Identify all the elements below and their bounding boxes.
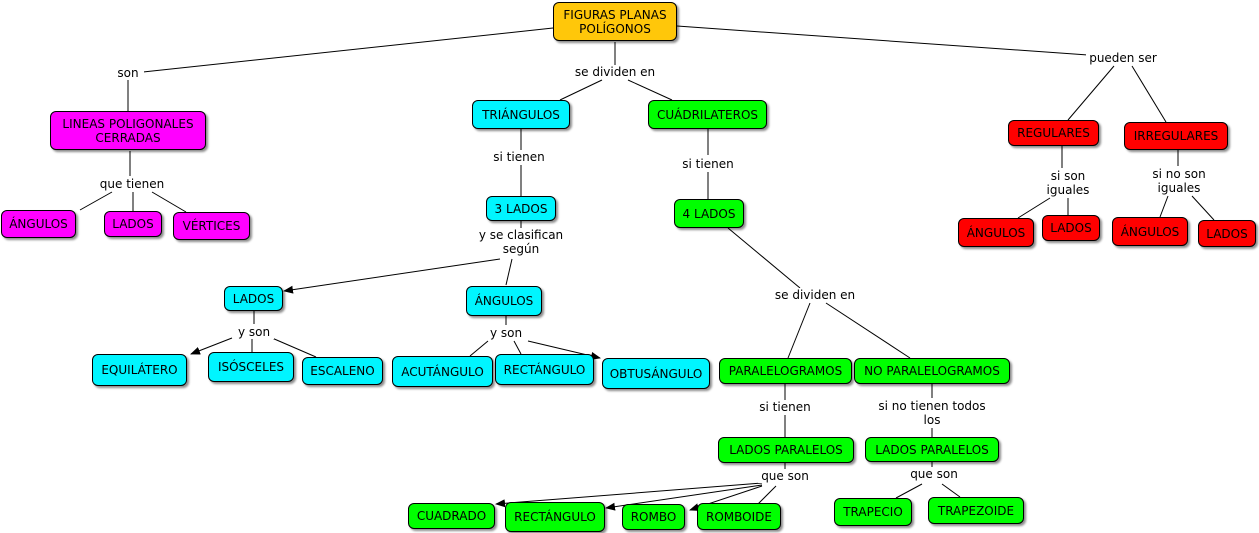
node-trapezoide[interactable]: TRAPEZOIDE <box>928 497 1024 524</box>
connector-line <box>787 302 811 359</box>
node-acutangulo[interactable]: ACUTÁNGULO <box>392 356 493 387</box>
link-que-tienen: que tienen <box>96 177 168 191</box>
node-cuadrilateros[interactable]: CUÁDRILATEROS <box>648 100 767 129</box>
connector-line <box>676 25 1089 56</box>
link-si-tienen-paralelogramos: si tienen <box>754 400 816 414</box>
connector-line <box>1017 197 1051 219</box>
connector-line <box>895 483 923 499</box>
connector-line <box>151 191 187 213</box>
connector-line <box>727 227 801 289</box>
connector-line <box>627 79 673 101</box>
link-si-tienen-triangulos: si tienen <box>489 150 549 164</box>
node-no-paralelogramos[interactable]: NO PARALELOGRAMOS <box>854 358 1010 384</box>
node-rectangulo-cyan[interactable]: RECTÁNGULO <box>495 354 594 385</box>
node-triangulos[interactable]: TRIÁNGULOS <box>472 100 570 129</box>
node-irregulares[interactable]: IRREGULARES <box>1124 122 1228 150</box>
connector-line <box>1191 195 1215 221</box>
connector-line <box>271 337 317 358</box>
link-si-son-iguales: si son iguales <box>1042 169 1094 197</box>
node-rectangulo-green[interactable]: RECTÁNGULO <box>505 502 605 532</box>
connector-line <box>142 27 554 73</box>
link-si-no-tienen-todos-los: si no tienen todos los <box>872 399 992 427</box>
link-que-son-no-paralelogramos: que son <box>906 467 962 481</box>
connector-line <box>495 482 763 508</box>
node-cuadrado[interactable]: CUADRADO <box>408 503 495 529</box>
node-isosceles[interactable]: ISÓSCELES <box>208 352 294 382</box>
node-lados-red-1[interactable]: LADOS <box>1042 215 1100 241</box>
connector-line <box>825 302 911 359</box>
link-se-dividen-en: se dividen en <box>570 65 660 79</box>
node-romboide[interactable]: ROMBOIDE <box>697 503 781 530</box>
node-lados-paralelos-2[interactable]: LADOS PARALELOS <box>865 437 999 462</box>
node-lados-red-2[interactable]: LADOS <box>1198 220 1256 247</box>
link-se-dividen-en-cuadrilateros: se dividen en <box>770 288 860 302</box>
connector-line <box>1131 65 1167 123</box>
node-angulos-red-2[interactable]: ÁNGULOS <box>1112 217 1188 246</box>
node-angulos-magenta[interactable]: ÁNGULOS <box>1 210 76 238</box>
link-son: son <box>112 66 144 80</box>
node-equilatero[interactable]: EQUILÁTERO <box>92 354 187 386</box>
node-trapecio[interactable]: TRAPECIO <box>834 498 912 526</box>
link-y-son-angulos: y son <box>486 326 526 340</box>
node-lados-magenta[interactable]: LADOS <box>104 211 162 237</box>
link-y-son-lados: y son <box>234 325 274 339</box>
node-regulares[interactable]: REGULARES <box>1008 120 1099 146</box>
node-figuras-planas-poligonos[interactable]: FIGURAS PLANAS POLÍGONOS <box>553 2 677 41</box>
link-pueden-ser: pueden ser <box>1086 51 1160 65</box>
node-lineas-poligonales-cerradas[interactable]: LINEAS POLIGONALES CERRADAS <box>50 111 206 150</box>
node-obtusangulo[interactable]: OBTUSÁNGULO <box>602 358 710 389</box>
node-paralelogramos[interactable]: PARALELOGRAMOS <box>719 358 852 384</box>
node-angulos-red-1[interactable]: ÁNGULOS <box>958 218 1034 247</box>
node-lados-paralelos-1[interactable]: LADOS PARALELOS <box>718 437 854 463</box>
node-vertices-magenta[interactable]: VÉRTICES <box>173 212 250 240</box>
connector-line <box>283 258 501 294</box>
connector-line <box>469 340 489 357</box>
connector-line <box>941 483 961 498</box>
connector-line <box>79 191 113 211</box>
link-si-no-son-iguales: si no son iguales <box>1144 167 1214 195</box>
connector-line <box>559 79 603 101</box>
node-rombo[interactable]: ROMBO <box>622 504 685 530</box>
link-y-se-clasifican-segun: y se clasifican según <box>474 228 568 256</box>
connector-line <box>190 337 233 355</box>
connector-line <box>757 485 777 505</box>
link-si-tienen-cuadrilateros: si tienen <box>677 157 739 171</box>
node-3-lados[interactable]: 3 LADOS <box>486 196 556 221</box>
link-que-son-paralelogramos: que son <box>758 469 812 483</box>
connector-line <box>513 340 522 355</box>
node-escaleno[interactable]: ESCALENO <box>302 357 383 385</box>
node-angulos-cyan[interactable]: ÁNGULOS <box>466 286 542 316</box>
connector-line <box>1067 65 1115 121</box>
connector-line <box>505 258 513 286</box>
connector-line <box>1159 195 1169 218</box>
node-4-lados[interactable]: 4 LADOS <box>674 199 744 228</box>
node-lados-cyan[interactable]: LADOS <box>224 286 283 311</box>
